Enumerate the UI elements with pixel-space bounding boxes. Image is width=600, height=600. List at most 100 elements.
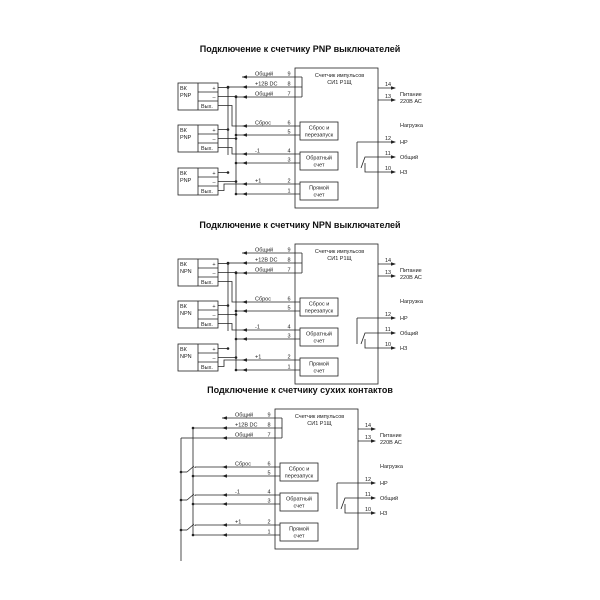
pin-number-5: 5 [287, 130, 290, 136]
switch-contact-icon [186, 523, 195, 531]
sensor-output-terminal: Вых. [201, 146, 213, 152]
reset-block [279, 462, 319, 482]
pin-label-7: Общий [255, 267, 273, 274]
forward-count-block-label: Прямой [309, 361, 329, 368]
pin-number-5: 5 [267, 471, 270, 477]
sensor-plus-terminal: + [212, 171, 215, 177]
reset-block [299, 297, 339, 317]
relay-nc-wire [364, 339, 369, 349]
pin-number-3: 3 [287, 158, 290, 164]
pin-label-4: -1 [235, 490, 240, 496]
pin-number-5: 5 [287, 306, 290, 312]
pin-number-4: 4 [287, 149, 290, 155]
junction-dot-icon [234, 95, 238, 98]
counter-title: Счетчик импульсов [295, 414, 344, 420]
nc-label: НЗ [400, 170, 408, 176]
pin-number-7: 7 [287, 92, 290, 98]
pin-number-6: 6 [287, 121, 290, 127]
nc-label: НЗ [400, 346, 408, 352]
sensor-minus-terminal: – [212, 271, 216, 277]
junction-dot-icon [226, 347, 230, 350]
arrowhead-icon [242, 328, 247, 332]
relay-pin-11: 11 [385, 151, 391, 157]
arrowhead-icon [371, 427, 376, 431]
pin-number-1: 1 [267, 530, 270, 536]
sensor-output-wire [218, 323, 242, 331]
sensor-output-terminal: Вых. [201, 365, 213, 371]
arrowhead-icon [242, 124, 247, 128]
arrowhead-icon [222, 426, 227, 430]
arrowhead-icon [391, 86, 396, 90]
reverse-count-block-label: счет [314, 339, 325, 345]
relay-pin-14: 14 [365, 423, 371, 429]
reverse-count-block [279, 492, 319, 512]
sensor-label: ВК [180, 304, 188, 310]
arrowhead-icon [242, 309, 247, 313]
relay-nc-wire [344, 504, 349, 514]
relay-contact-icon [360, 332, 369, 345]
counter-title: Счетчик импульсов [315, 249, 364, 255]
pin-label-2: +1 [235, 520, 241, 526]
counter-box [294, 243, 379, 385]
sensor-label: ВК [180, 86, 188, 92]
com-label: Общий [400, 154, 418, 161]
sensor-plus-terminal: + [212, 86, 215, 92]
sensor-plus-terminal: + [212, 347, 215, 353]
reverse-count-block-label: счет [294, 504, 305, 510]
junction-dot-icon [226, 128, 230, 131]
reverse-count-block-label: Обратный [306, 155, 332, 162]
sensor-output-terminal: Вых. [201, 104, 213, 110]
sensor-output-wire [218, 105, 242, 127]
sensor-type: PNP [180, 178, 192, 184]
forward-count-block [279, 522, 319, 542]
sensor-label: ВК [180, 347, 188, 353]
reverse-count-block [299, 327, 339, 347]
power-label: 220В АС [380, 440, 402, 446]
counter-model: СИ1 Р1Щ [307, 421, 331, 427]
sensor-minus-terminal: – [212, 180, 216, 186]
sensor-plus-terminal: + [212, 262, 215, 268]
relay-pin-13: 13 [385, 270, 391, 276]
arrowhead-icon [242, 85, 247, 89]
arrowhead-icon [242, 182, 247, 186]
sensor-type: NPN [180, 311, 192, 317]
arrowhead-icon [222, 533, 227, 537]
counter-model: СИ1 Р1Щ [327, 80, 351, 86]
reset-block-label: Сброс и [309, 126, 330, 132]
relay-nc-wire [364, 163, 369, 173]
forward-count-block-label: счет [314, 369, 325, 375]
arrowhead-icon [391, 155, 396, 159]
arrowhead-icon [242, 152, 247, 156]
reverse-count-block-label: Обратный [286, 496, 312, 503]
no-label: НР [400, 140, 408, 146]
arrowhead-icon [391, 262, 396, 266]
sensor-type: PNP [180, 135, 192, 141]
diagram-3: Подключение к счетчику сухих контактовСч… [179, 385, 404, 561]
arrowhead-icon [222, 465, 227, 469]
relay-pin-14: 14 [385, 258, 391, 264]
sensor-plus-terminal: + [212, 128, 215, 134]
arrowhead-icon [222, 523, 227, 527]
pin-label-9: Общий [255, 247, 273, 254]
arrowhead-icon [242, 368, 247, 372]
pin-number-7: 7 [287, 268, 290, 274]
pin-number-8: 8 [287, 258, 290, 264]
pin-number-1: 1 [287, 189, 290, 195]
pin-number-3: 3 [267, 499, 270, 505]
sensor-output-terminal: Вых. [201, 280, 213, 286]
pin-label-6: Сброс [255, 297, 271, 303]
sensor-plus-terminal: + [212, 304, 215, 310]
diagram-title: Подключение к счетчику PNP выключателей [200, 44, 401, 54]
forward-count-block-label: Прямой [289, 526, 309, 533]
dry-contact-1 [179, 465, 222, 477]
arrowhead-icon [242, 95, 247, 99]
junction-dot-icon [226, 304, 230, 307]
pin-number-9: 9 [287, 248, 290, 254]
reset-block-label: перезапуск [285, 474, 314, 480]
forward-count-block [299, 181, 339, 201]
relay-pin-10: 10 [365, 507, 371, 513]
arrowhead-icon [371, 496, 376, 500]
pin-label-7: Общий [235, 432, 253, 439]
